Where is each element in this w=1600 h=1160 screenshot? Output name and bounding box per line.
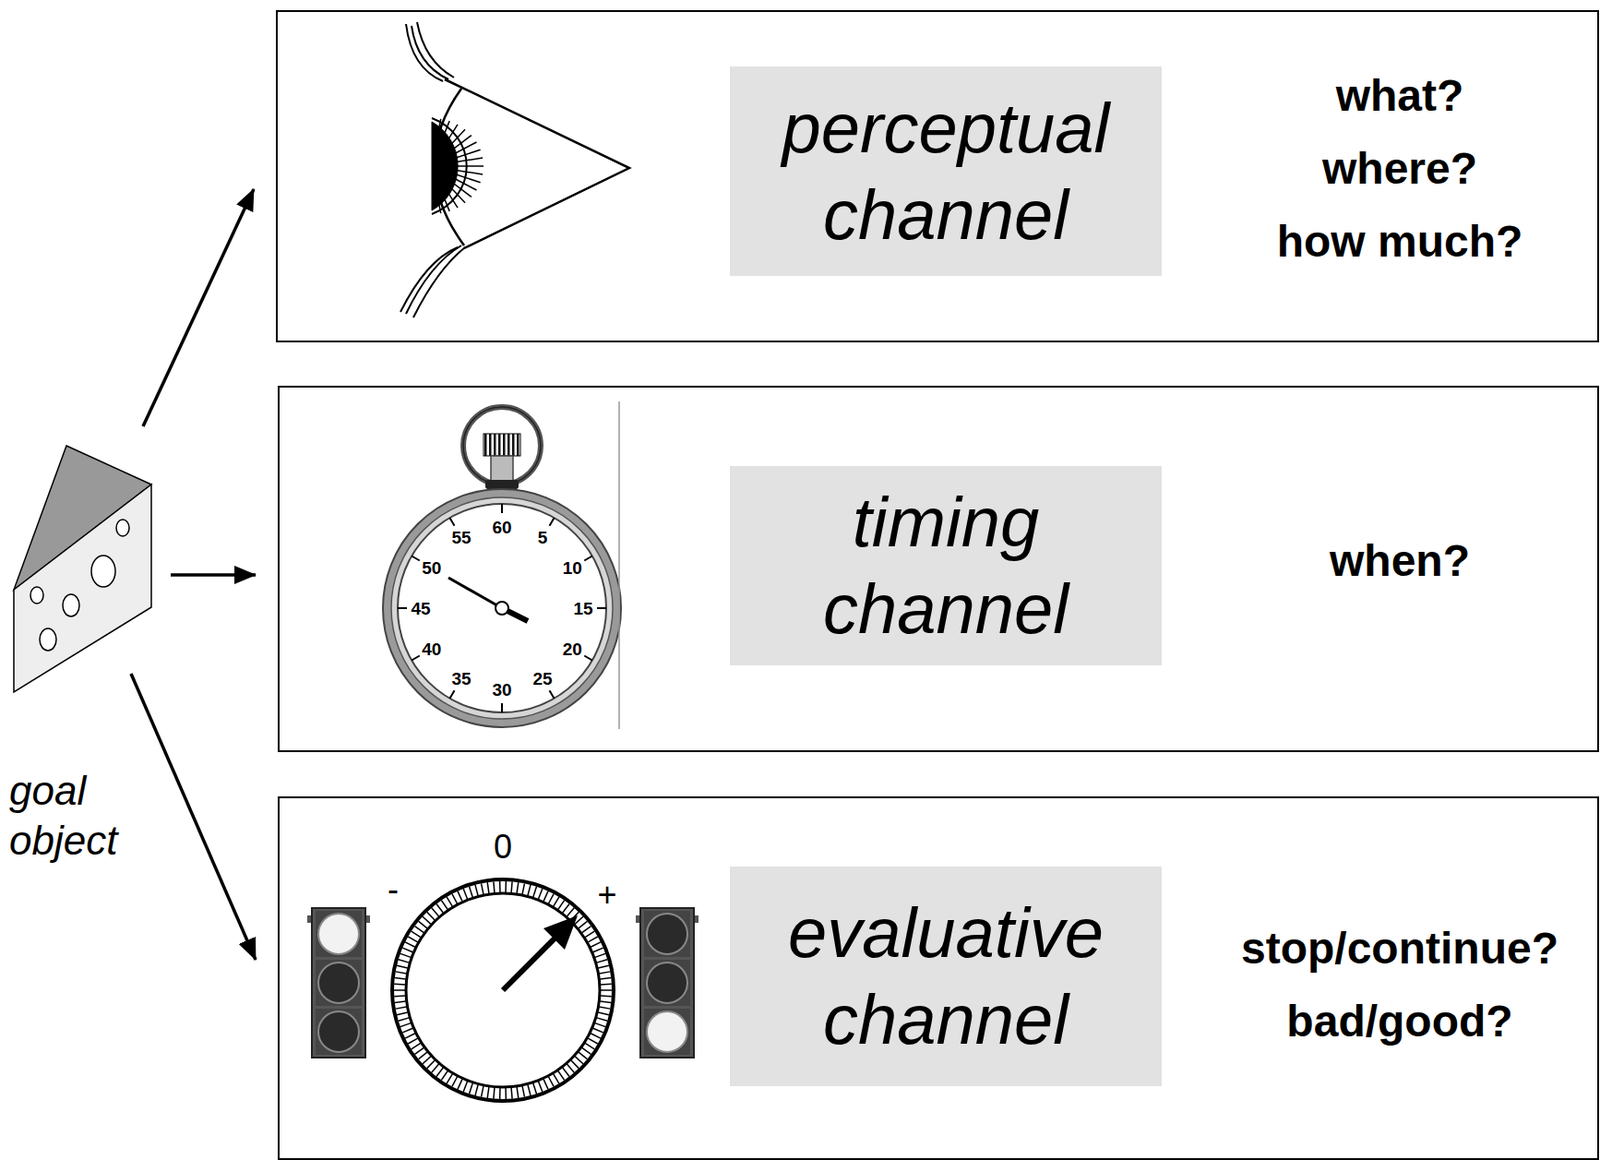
question-text: where? [1196,131,1600,205]
dial-number: 10 [562,559,583,577]
dial-number: 55 [451,528,471,547]
dial-number: 25 [532,669,552,688]
traffic-lights [307,907,699,1058]
dial-zero: 0 [493,830,513,864]
question-text: when? [1196,524,1600,598]
question-text: bad/good? [1196,984,1600,1058]
question-column: stop/continue?bad/good? [1196,911,1600,1058]
cheese-icon [13,445,152,693]
dial-number: 40 [421,640,442,658]
question-column: when? [1196,524,1600,598]
dial-number: 5 [537,528,549,547]
question-column: what?where?how much? [1196,59,1600,278]
arrow-connector [143,189,254,427]
dial-number: 35 [451,669,471,688]
channel-box: perceptual channel [729,66,1162,276]
channel-panel: what?where?how much?perceptual channel [275,10,1600,343]
channel-panel: when? timing channel [277,385,1600,753]
channel-name: evaluative channel [729,889,1162,1063]
dial-number: 60 [491,518,512,537]
question-text: how much? [1196,204,1600,278]
dial-number: 20 [562,640,583,658]
plus-sign: + [597,878,617,912]
stopwatch-icon [382,401,621,729]
question-text: stop/continue? [1196,911,1600,985]
question-text: what? [1196,59,1600,132]
channel-box: timing channel [729,465,1162,666]
dial-number: 15 [573,599,593,618]
dial-number: 50 [421,559,442,577]
dial-number: 30 [491,680,512,699]
channel-name: perceptual channel [729,84,1162,259]
minus-sign: - [387,872,399,907]
arrow-connector [170,573,256,577]
goal-object: goal object [9,419,171,877]
evaluation-dial [392,879,614,1101]
channel-panel: stop/continue?bad/good?evaluative channe… [277,796,1600,1160]
goal-label: goal object [9,765,157,866]
channel-name: timing channel [729,478,1162,653]
arrow-connector [131,673,256,960]
channel-box: evaluative channel [729,866,1162,1087]
eye-icon [400,22,630,318]
dial-number: 45 [410,599,430,618]
